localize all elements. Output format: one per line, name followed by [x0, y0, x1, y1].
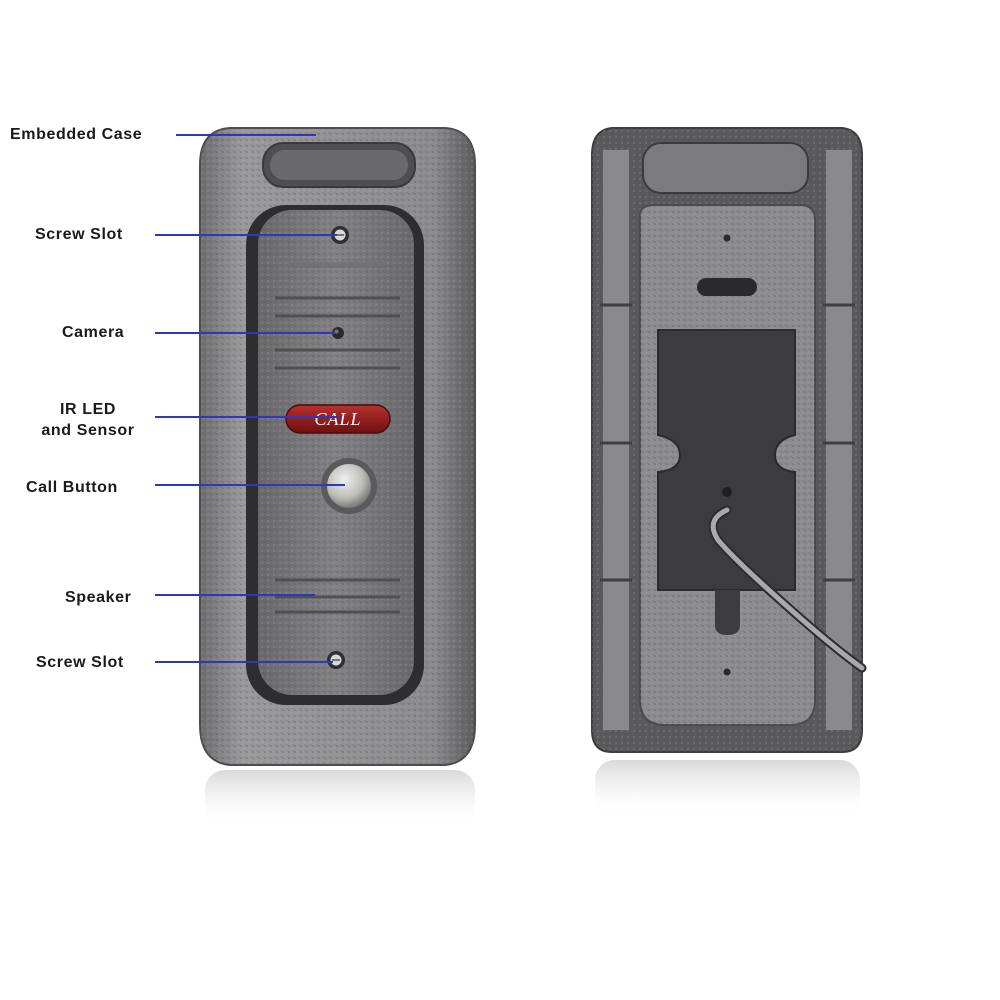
label-embedded-case: Embedded Case	[10, 126, 143, 143]
label-screw-slot-bottom: Screw Slot	[36, 654, 124, 671]
back-top-slot	[642, 142, 809, 194]
camera-lens-icon	[332, 327, 344, 339]
leader-ir-led	[155, 416, 340, 418]
label-ir-led-line1: IR LED	[59, 401, 117, 418]
back-view	[591, 127, 867, 820]
speaker-grille	[275, 578, 400, 614]
mount-slot	[697, 278, 757, 296]
leader-screw-slot-top	[155, 234, 337, 236]
label-speaker: Speaker	[65, 589, 132, 606]
leader-call-button	[155, 484, 345, 486]
front-reflection	[205, 770, 475, 830]
leader-speaker	[155, 594, 315, 596]
mount-hole	[723, 234, 731, 242]
screw-icon	[722, 487, 732, 497]
mount-hole	[723, 668, 731, 676]
upper-grille	[275, 296, 400, 370]
label-ir-led: IR LED and Sensor	[24, 399, 152, 441]
back-recess	[657, 329, 796, 591]
front-view	[199, 127, 476, 830]
back-reflection	[595, 760, 860, 820]
back-ribs	[603, 150, 852, 730]
leader-embedded-case	[176, 134, 316, 136]
call-badge	[285, 404, 391, 434]
leader-camera	[155, 332, 335, 334]
label-screw-slot-top: Screw Slot	[35, 226, 123, 243]
call-button-icon	[327, 464, 371, 508]
call-label: CALL	[314, 409, 362, 429]
label-ir-led-line2: and Sensor	[41, 422, 135, 439]
label-call-button: Call Button	[26, 479, 118, 496]
label-camera: Camera	[62, 324, 125, 341]
leader-screw-slot-bottom	[155, 661, 333, 663]
